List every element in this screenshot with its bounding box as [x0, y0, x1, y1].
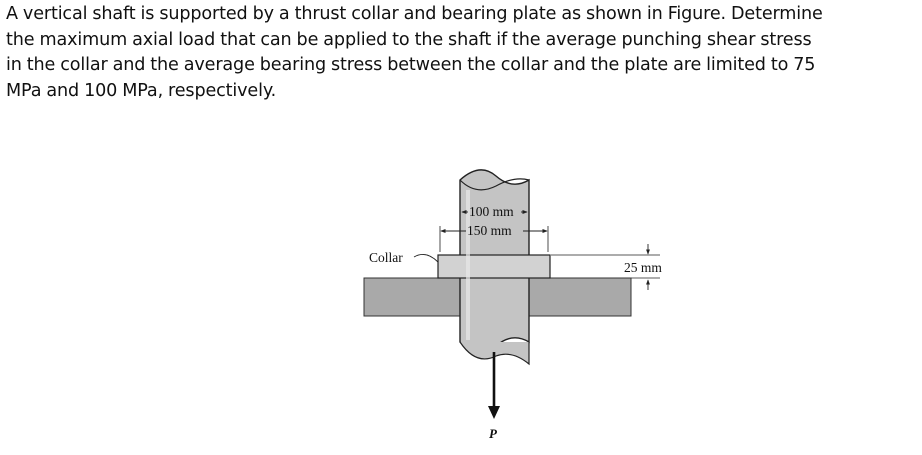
- shaft-top-break: [459, 178, 530, 191]
- problem-line-4: MPa and 100 MPa, respectively.: [6, 80, 277, 101]
- collar-diameter-label: 150 mm: [467, 223, 512, 238]
- problem-statement: A vertical shaft is supported by a thrus…: [6, 2, 918, 104]
- shaft-diameter-label: 100 mm: [469, 204, 514, 219]
- thickness-label: 25 mm: [624, 260, 662, 275]
- thrust-collar: [437, 254, 551, 279]
- problem-line-2: the maximum axial load that can be appli…: [6, 29, 812, 50]
- collar-leader: [413, 253, 439, 263]
- bearing-plate-right: [528, 277, 632, 317]
- load-label: P: [489, 426, 498, 441]
- collar-label: Collar: [369, 250, 403, 265]
- problem-line-3: in the collar and the average bearing st…: [6, 55, 816, 75]
- problem-line-1: A vertical shaft is supported by a thrus…: [6, 4, 823, 24]
- bearing-plate-left: [363, 277, 461, 317]
- load-arrowhead: [488, 406, 500, 419]
